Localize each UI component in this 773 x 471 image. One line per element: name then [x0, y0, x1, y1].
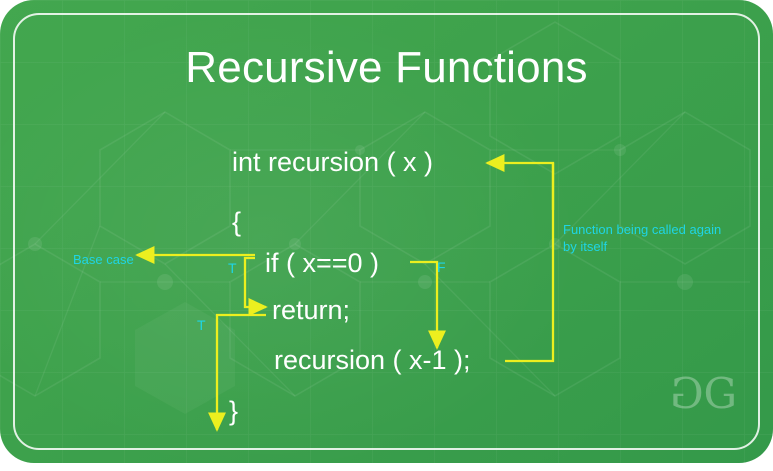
branch-label-true-return: T	[197, 317, 206, 333]
annotation-function-called-again: Function being called again by itself	[563, 222, 722, 255]
logo-mark-left: G	[669, 369, 704, 418]
code-line-open-brace: {	[232, 207, 242, 237]
page-title: Recursive Functions	[185, 43, 588, 92]
geeksforgeeks-logo: GG	[669, 369, 737, 418]
code-line-return: return;	[272, 295, 351, 325]
branch-label-false-if: F	[437, 259, 446, 275]
branch-label-true-if: T	[228, 260, 237, 276]
code-line-recursive-call: recursion ( x-1 );	[274, 345, 471, 375]
code-line-close-brace: }	[229, 396, 239, 426]
code-line-if-condition: if ( x==0 )	[265, 248, 380, 278]
code-line-signature: int recursion ( x )	[232, 147, 434, 177]
annotation-base-case: Base case	[73, 252, 134, 267]
logo-mark-right: G	[703, 369, 737, 418]
